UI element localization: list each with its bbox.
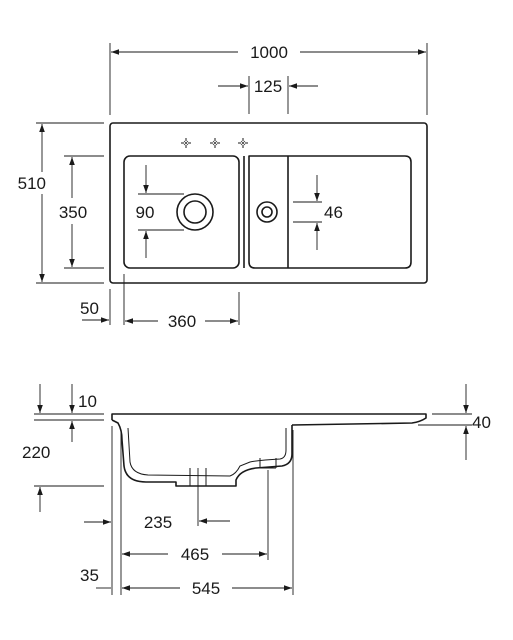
overall-depth-label: 510 <box>18 174 46 193</box>
small-bowl <box>248 155 412 269</box>
deck-height-label: 40 <box>472 413 491 432</box>
dimension-small-drain: 46 <box>293 175 343 250</box>
dimension-bowl-width: 360 <box>125 292 240 331</box>
dimension-cabinet-width: 545 <box>122 430 294 598</box>
main-bowl <box>123 155 240 269</box>
main-drain-icon <box>176 193 214 231</box>
section-view: 10 220 40 235 465 <box>22 384 491 598</box>
edge-offset-label: 50 <box>80 299 99 318</box>
small-drain-label: 46 <box>324 203 343 222</box>
sink-outline <box>109 122 428 284</box>
overall-width-label: 1000 <box>250 43 288 62</box>
small-drain-icon <box>256 201 278 223</box>
dimension-bowl-depth: 350 <box>59 155 104 269</box>
bowl-span-label: 465 <box>181 545 209 564</box>
sink-inner-wall <box>127 427 287 477</box>
dimension-spacing: 125 <box>218 76 318 114</box>
dimension-bowl-span: 465 <box>120 430 269 595</box>
sink-rim <box>111 413 427 426</box>
main-drain-label: 90 <box>136 203 155 222</box>
main-drain-fitting <box>189 468 207 486</box>
dimension-main-drain: 90 <box>136 165 184 258</box>
sink-bowl-section <box>111 419 293 487</box>
spacing-label: 125 <box>254 77 282 96</box>
drain-offset-label: 235 <box>144 513 172 532</box>
dimension-side-offset: 35 <box>80 426 113 595</box>
dimension-overall-depth: 510 <box>18 122 104 284</box>
rim-thickness-label: 10 <box>78 392 97 411</box>
overflow-fitting <box>259 458 277 469</box>
tap-hole-marks-icon <box>181 138 248 148</box>
dimension-overall-width: 1000 <box>109 43 428 115</box>
side-offset-label: 35 <box>80 566 99 585</box>
dimension-drain-offset: 235 <box>144 468 230 532</box>
dimension-rim-thickness: 10 <box>34 384 104 421</box>
cabinet-width-label: 545 <box>192 579 220 598</box>
top-view: 1000 125 510 350 90 <box>18 43 428 331</box>
dimension-edge-offset: 50 <box>80 274 125 325</box>
bowl-width-label: 360 <box>168 312 196 331</box>
dimension-deck-height: 40 <box>418 384 491 460</box>
dimension-bowl-height: 220 <box>22 421 104 512</box>
bowl-depth-label: 350 <box>59 203 87 222</box>
bowl-height-label: 220 <box>22 443 50 462</box>
